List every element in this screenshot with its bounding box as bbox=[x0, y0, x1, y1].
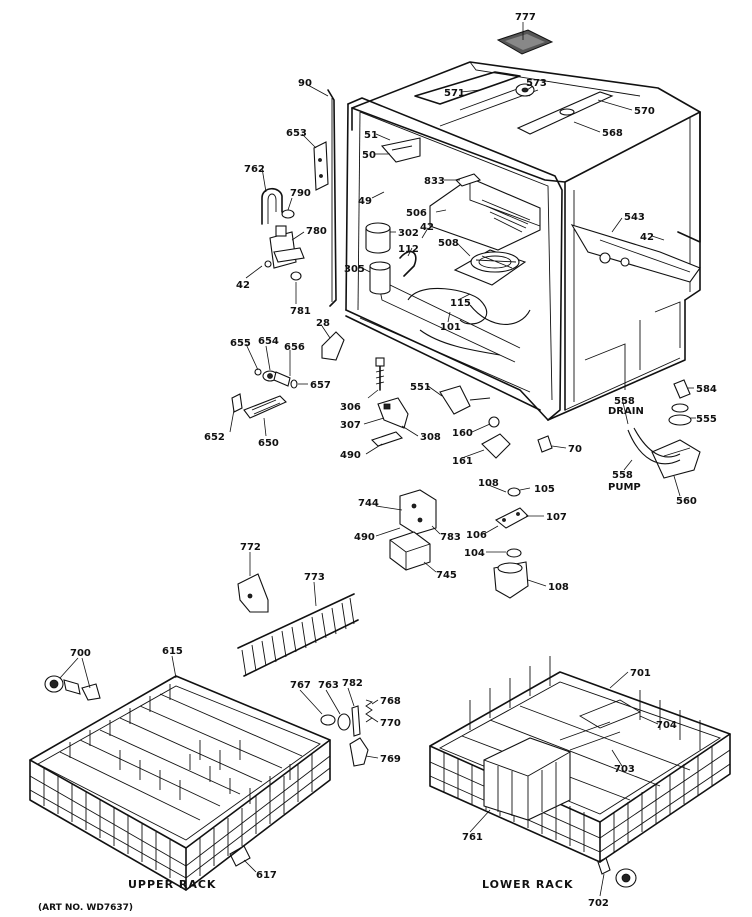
art-number: (ART NO. WD7637) bbox=[38, 903, 133, 913]
upper-rack bbox=[29, 675, 331, 891]
label-701: 701 bbox=[630, 668, 651, 679]
label-781: 781 bbox=[290, 306, 311, 317]
label-763: 763 bbox=[318, 680, 339, 691]
label-573: 573 bbox=[526, 78, 547, 89]
label-767: 767 bbox=[290, 680, 311, 691]
label-762: 762 bbox=[244, 164, 265, 175]
label-101: 101 bbox=[440, 322, 461, 333]
label-508: 508 bbox=[438, 238, 459, 249]
label-105: 105 bbox=[534, 484, 555, 495]
label-657: 657 bbox=[310, 380, 331, 391]
lower-rack bbox=[429, 656, 731, 863]
label-42-c: 42 bbox=[236, 280, 250, 291]
label-51: 51 bbox=[364, 130, 378, 141]
label-108-a: 108 bbox=[478, 478, 499, 489]
label-700: 700 bbox=[70, 648, 91, 659]
label-551: 551 bbox=[410, 382, 431, 393]
drain-label: DRAIN bbox=[608, 406, 644, 417]
label-558-a: 558 bbox=[614, 396, 635, 407]
label-584: 584 bbox=[696, 384, 717, 395]
label-615: 615 bbox=[162, 646, 183, 657]
label-745: 745 bbox=[436, 570, 457, 581]
label-306: 306 bbox=[340, 402, 361, 413]
label-571: 571 bbox=[444, 88, 465, 99]
label-777: 777 bbox=[515, 12, 536, 23]
upper-rack-caption: UPPER RACK bbox=[128, 878, 216, 891]
label-42-a: 42 bbox=[420, 222, 434, 233]
label-653: 653 bbox=[286, 128, 307, 139]
label-90: 90 bbox=[298, 78, 312, 89]
rack-accessories bbox=[44, 573, 637, 888]
label-28: 28 bbox=[316, 318, 330, 329]
label-744: 744 bbox=[358, 498, 379, 509]
label-555: 555 bbox=[696, 414, 717, 425]
label-161: 161 bbox=[452, 456, 473, 467]
label-761: 761 bbox=[462, 832, 483, 843]
label-782: 782 bbox=[342, 678, 363, 689]
label-769: 769 bbox=[380, 754, 401, 765]
label-773: 773 bbox=[304, 572, 325, 583]
label-543: 543 bbox=[624, 212, 645, 223]
label-160: 160 bbox=[452, 428, 473, 439]
label-558-b: 558 bbox=[612, 470, 633, 481]
label-770: 770 bbox=[380, 718, 401, 729]
label-654: 654 bbox=[258, 336, 279, 347]
tub-assembly bbox=[345, 29, 701, 421]
part-labels: 777 90 573 571 570 568 653 51 50 833 762… bbox=[70, 12, 717, 909]
label-656: 656 bbox=[284, 342, 305, 353]
label-49: 49 bbox=[358, 196, 372, 207]
label-790: 790 bbox=[290, 188, 311, 199]
label-50: 50 bbox=[362, 150, 376, 161]
label-655: 655 bbox=[230, 338, 251, 349]
label-783: 783 bbox=[440, 532, 461, 543]
label-490-b: 490 bbox=[354, 532, 375, 543]
label-308: 308 bbox=[420, 432, 441, 443]
pump-label: PUMP bbox=[608, 482, 641, 493]
label-106: 106 bbox=[466, 530, 487, 541]
label-42-b: 42 bbox=[640, 232, 654, 243]
label-506: 506 bbox=[406, 208, 427, 219]
lower-rack-caption: LOWER RACK bbox=[482, 878, 574, 891]
label-650: 650 bbox=[258, 438, 279, 449]
label-768: 768 bbox=[380, 696, 401, 707]
label-570: 570 bbox=[634, 106, 655, 117]
label-104: 104 bbox=[464, 548, 485, 559]
label-305: 305 bbox=[344, 264, 365, 275]
label-302: 302 bbox=[398, 228, 419, 239]
label-107: 107 bbox=[546, 512, 567, 523]
label-772: 772 bbox=[240, 542, 261, 553]
label-702: 702 bbox=[588, 898, 609, 909]
label-568: 568 bbox=[602, 128, 623, 139]
label-115: 115 bbox=[450, 298, 471, 309]
label-112: 112 bbox=[398, 244, 419, 255]
leader-lines bbox=[59, 22, 696, 897]
label-780: 780 bbox=[306, 226, 327, 237]
label-652: 652 bbox=[204, 432, 225, 443]
label-108-b: 108 bbox=[548, 582, 569, 593]
label-490-a: 490 bbox=[340, 450, 361, 461]
label-833: 833 bbox=[424, 176, 445, 187]
label-70: 70 bbox=[568, 444, 582, 455]
label-703: 703 bbox=[614, 764, 635, 775]
front-bottom-parts bbox=[370, 357, 701, 599]
label-307: 307 bbox=[340, 420, 361, 431]
label-704: 704 bbox=[656, 720, 677, 731]
label-560: 560 bbox=[676, 496, 697, 507]
left-side-parts bbox=[231, 89, 345, 419]
label-617: 617 bbox=[256, 870, 277, 881]
